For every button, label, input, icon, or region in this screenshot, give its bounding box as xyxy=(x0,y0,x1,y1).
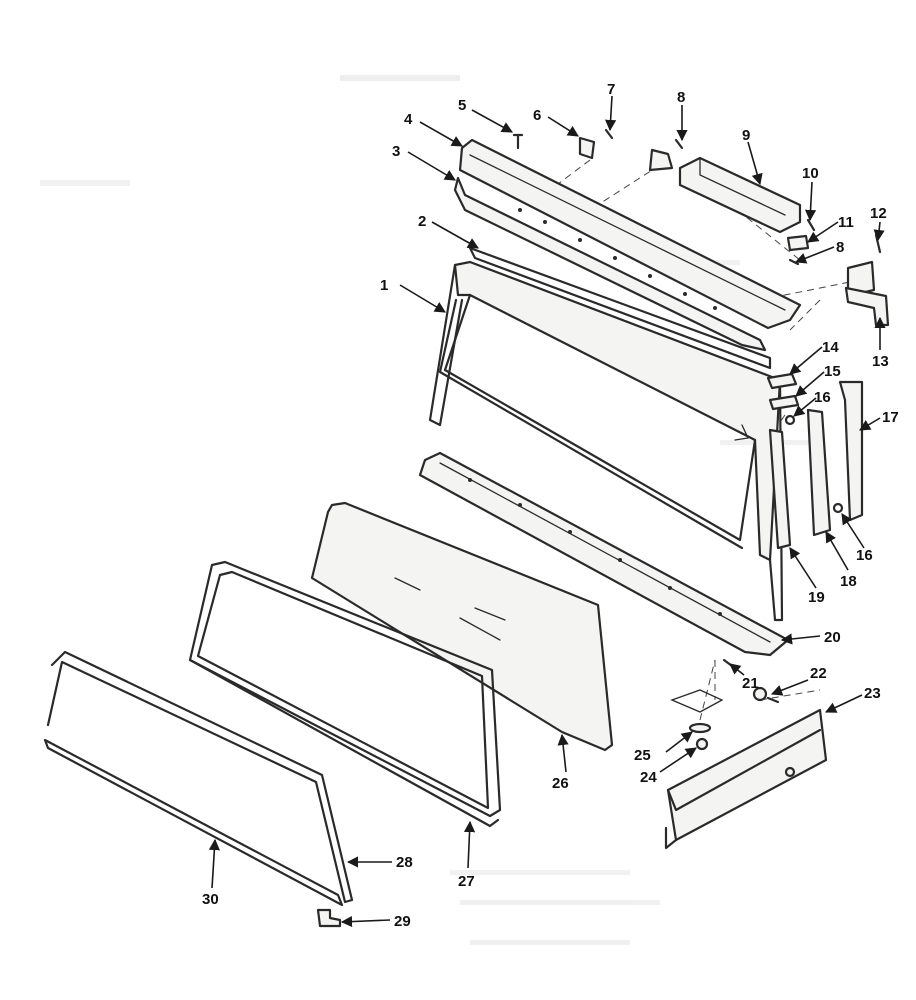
part-bottom-bracket xyxy=(664,708,828,850)
callout-17: 17 xyxy=(882,409,899,426)
callout-14: 14 xyxy=(822,339,839,356)
part-lower-channel xyxy=(418,451,790,657)
callout-5: 5 xyxy=(458,97,466,114)
callout-19: 19 xyxy=(808,589,825,606)
callout-16-lower: 16 xyxy=(856,547,873,564)
part-side-bracket xyxy=(844,233,890,327)
callout-30: 30 xyxy=(202,891,219,908)
part-lock-strip xyxy=(43,650,354,928)
callout-1: 1 xyxy=(380,277,388,294)
callout-8-top: 8 xyxy=(677,89,685,106)
callout-13: 13 xyxy=(872,353,889,370)
callout-6: 6 xyxy=(533,107,541,124)
part-sun-visor xyxy=(678,156,802,234)
part-side-posts xyxy=(768,380,864,550)
callout-12: 12 xyxy=(870,205,887,222)
callout-21: 21 xyxy=(742,675,759,692)
callout-2: 2 xyxy=(418,213,426,230)
callout-7: 7 xyxy=(607,81,615,98)
callout-23: 23 xyxy=(864,685,881,702)
part-hardware-top xyxy=(512,128,614,160)
part-seal-strip xyxy=(468,246,772,370)
callout-27: 27 xyxy=(458,873,475,890)
callout-3: 3 xyxy=(392,143,400,160)
part-fasteners xyxy=(670,658,780,751)
callout-22: 22 xyxy=(810,665,827,682)
part-visor-clip xyxy=(786,218,816,266)
callout-18: 18 xyxy=(840,573,857,590)
part-hinge xyxy=(648,138,684,172)
leader-lines xyxy=(208,95,886,928)
part-plates xyxy=(766,372,800,411)
callout-20: 20 xyxy=(824,629,841,646)
part-glass-pane xyxy=(310,501,614,752)
callout-24: 24 xyxy=(640,769,657,786)
callout-16-upper: 16 xyxy=(814,389,831,406)
callout-9: 9 xyxy=(742,127,750,144)
part-padded-header xyxy=(458,138,802,330)
callout-25: 25 xyxy=(634,747,651,764)
callout-15: 15 xyxy=(824,363,841,380)
callout-26: 26 xyxy=(552,775,569,792)
callout-29: 29 xyxy=(394,913,411,930)
callout-labels: 1 2 3 4 5 6 7 8 9 10 11 8 12 13 14 15 16… xyxy=(202,81,899,930)
callout-4: 4 xyxy=(404,111,413,128)
callout-28: 28 xyxy=(396,854,413,871)
part-glass-seal xyxy=(188,560,502,828)
callout-10: 10 xyxy=(802,165,819,182)
part-retainer xyxy=(453,176,767,352)
callout-11: 11 xyxy=(838,214,854,231)
callout-8-lower: 8 xyxy=(836,239,844,256)
